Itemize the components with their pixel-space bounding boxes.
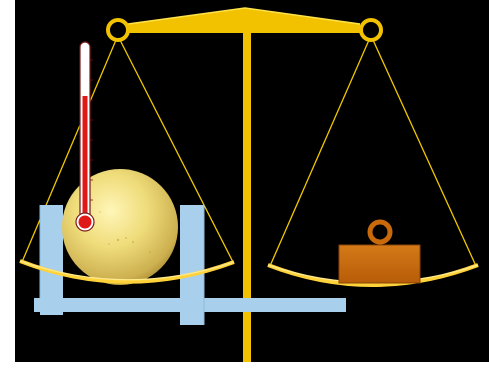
right-pan <box>267 263 479 287</box>
thermometer-icon <box>75 41 95 232</box>
clamp-bar <box>34 298 346 312</box>
clamp-left-jaw <box>40 205 63 315</box>
center-post <box>243 28 251 362</box>
left-pan-strings <box>21 39 234 263</box>
right-pan-strings <box>269 39 477 267</box>
clamp <box>34 205 346 325</box>
right-pivot-ring <box>359 18 383 42</box>
left-pivot-ring <box>106 18 130 42</box>
balance-beam <box>106 7 383 42</box>
sphere <box>62 169 178 285</box>
weight-icon <box>338 219 421 284</box>
left-pan <box>19 259 235 284</box>
